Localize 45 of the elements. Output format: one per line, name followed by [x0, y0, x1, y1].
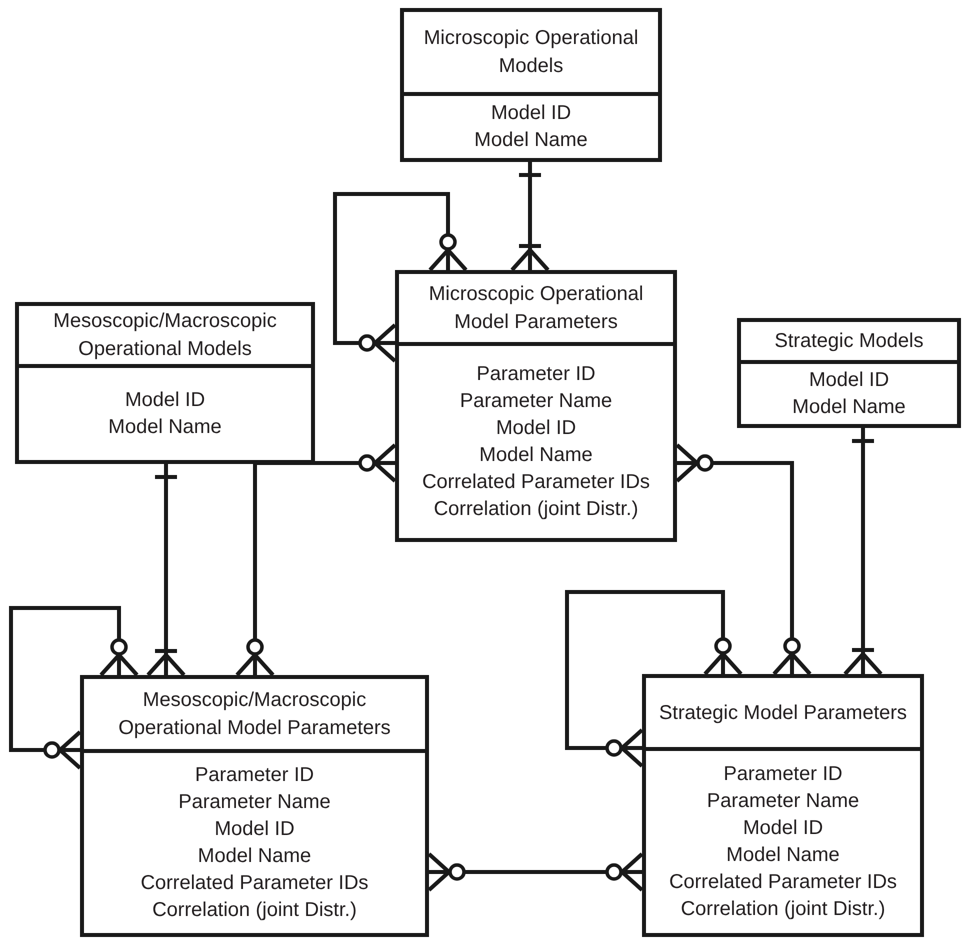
attribute-text: Parameter Name — [178, 790, 331, 815]
entity-box — [642, 674, 924, 937]
attribute-text: Model Name — [108, 415, 222, 440]
attribute-text: Parameter ID — [476, 362, 596, 387]
attribute-text: Model Name — [198, 844, 312, 869]
attribute-text: Model ID — [496, 416, 576, 441]
attribute-text: Correlated Parameter IDs — [140, 871, 368, 896]
entity-box — [400, 8, 662, 162]
attribute-text: Model ID — [214, 817, 295, 842]
attribute-text: Correlated Parameter IDs — [669, 870, 897, 895]
attribute-text: Parameter ID — [195, 763, 314, 788]
attribute-text: Parameter Name — [460, 389, 612, 414]
relationship-line — [333, 192, 468, 363]
attribute-text: Correlation (joint Distr.) — [680, 897, 886, 922]
relationship-line — [565, 590, 743, 768]
attribute-text: Model ID — [742, 816, 824, 841]
attribute-text: Parameter Name — [706, 789, 860, 814]
attribute-text: Model Name — [479, 443, 593, 468]
entity-title: Microscopic Operational Models — [422, 26, 640, 79]
relationship-line — [843, 428, 883, 676]
entity-title: Strategic Models — [774, 329, 924, 354]
entity-box — [737, 318, 961, 428]
attribute-text: Parameter ID — [724, 762, 842, 787]
attribute-text: Model Name — [726, 843, 840, 868]
attribute-text: Model ID — [490, 101, 572, 126]
entity-box — [395, 270, 677, 542]
attribute-text: Correlated Parameter IDs — [422, 470, 650, 495]
attribute-text: Correlation (joint Distr.) — [434, 497, 638, 522]
entity-title: Mesoscopic/Macroscopic Operational Models — [52, 309, 278, 362]
relationship-line — [510, 162, 550, 272]
relationship-line — [675, 443, 812, 676]
relationship-line — [427, 852, 644, 892]
relationship-line — [235, 443, 397, 677]
relationship-line — [9, 606, 139, 770]
attribute-text: Model Name — [792, 395, 906, 420]
attribute-text: Model ID — [124, 388, 206, 413]
entity-title: Mesoscopic/Macroscopic Operational Model Parameters — [117, 688, 392, 741]
entity-title: Strategic Model Parameters — [659, 700, 907, 726]
attribute-text: Model Name — [474, 128, 588, 153]
relationship-line — [146, 464, 186, 677]
attribute-text: Correlation (joint Distr.) — [152, 898, 357, 923]
entity-title: Microscopic Operational Model Parameters — [428, 282, 644, 335]
entity-box — [15, 302, 315, 464]
entity-box — [80, 675, 429, 937]
attribute-text: Model ID — [808, 368, 890, 393]
